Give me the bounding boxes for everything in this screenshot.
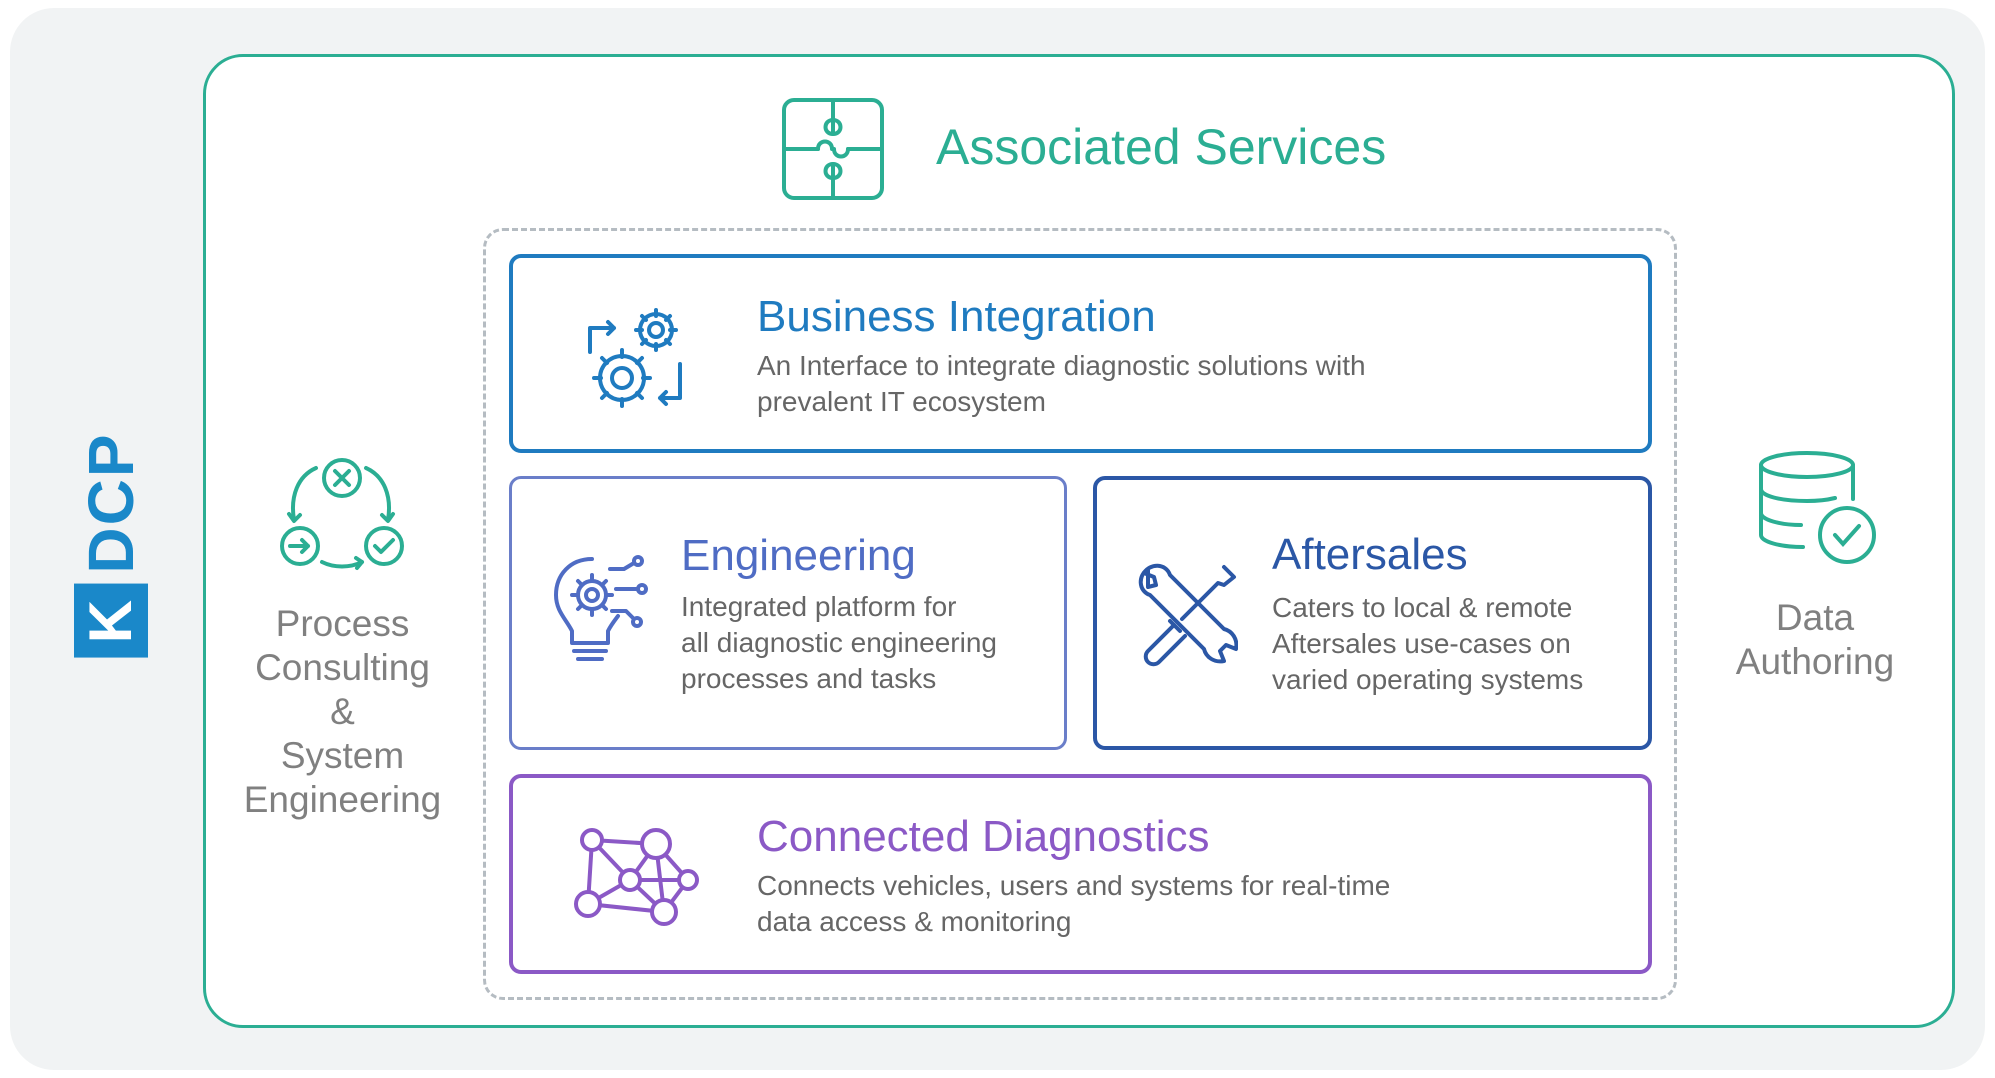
aftersales-card: Aftersales Caters to local & remote Afte…: [1093, 476, 1652, 750]
business-integration-description: An Interface to integrate diagnostic sol…: [757, 348, 1366, 420]
desc-line: all diagnostic engineering: [681, 627, 997, 658]
label-line: &: [330, 691, 355, 732]
aftersales-title: Aftersales: [1272, 530, 1468, 579]
desc-line: varied operating systems: [1272, 664, 1584, 695]
data-authoring-label: Data Authoring: [1720, 596, 1910, 684]
connected-diagnostics-title: Connected Diagnostics: [757, 812, 1210, 861]
connected-diagnostics-description: Connects vehicles, users and systems for…: [757, 868, 1390, 940]
label-line: System: [280, 735, 405, 776]
label-line: Authoring: [1735, 641, 1895, 682]
desc-line: data access & monitoring: [757, 906, 1072, 937]
logo-k-box: K: [74, 583, 148, 658]
tools-icon: [1138, 563, 1238, 667]
desc-line: Connects vehicles, users and systems for…: [757, 870, 1391, 901]
process-consulting-label: Process Consulting & System Engineering: [230, 602, 455, 822]
business-integration-title: Business Integration: [757, 292, 1156, 341]
puzzle-icon: [782, 98, 884, 200]
label-line: Process: [275, 603, 410, 644]
database-check-icon: [1759, 451, 1876, 564]
desc-line: Caters to local & remote: [1272, 592, 1573, 623]
business-integration-card: Business Integration An Interface to int…: [509, 254, 1652, 453]
page-title: Associated Services: [936, 119, 1387, 175]
desc-line: prevalent IT ecosystem: [757, 386, 1046, 417]
engineering-title: Engineering: [681, 531, 916, 580]
label-line: Data: [1775, 597, 1855, 638]
gears-sync-icon: [588, 308, 682, 408]
label-line: Consulting: [255, 647, 430, 688]
network-icon: [574, 828, 699, 926]
desc-line: Aftersales use-cases on: [1272, 628, 1571, 659]
desc-line: An Interface to integrate diagnostic sol…: [757, 350, 1366, 381]
engineering-card: Engineering Integrated platform for all …: [509, 476, 1067, 750]
process-cycle-icon: [280, 458, 404, 570]
label-line: Engineering: [243, 779, 442, 820]
connected-diagnostics-card: Connected Diagnostics Connects vehicles,…: [509, 774, 1652, 974]
desc-line: processes and tasks: [681, 663, 937, 694]
engineering-description: Integrated platform for all diagnostic e…: [681, 589, 997, 697]
logo-text: DCP: [75, 432, 147, 574]
kdcp-logo: K DCP: [72, 432, 150, 658]
services-group: [483, 228, 1677, 1000]
lightbulb-gear-icon: [554, 555, 648, 661]
aftersales-description: Caters to local & remote Aftersales use-…: [1272, 590, 1583, 698]
desc-line: Integrated platform for: [681, 591, 957, 622]
